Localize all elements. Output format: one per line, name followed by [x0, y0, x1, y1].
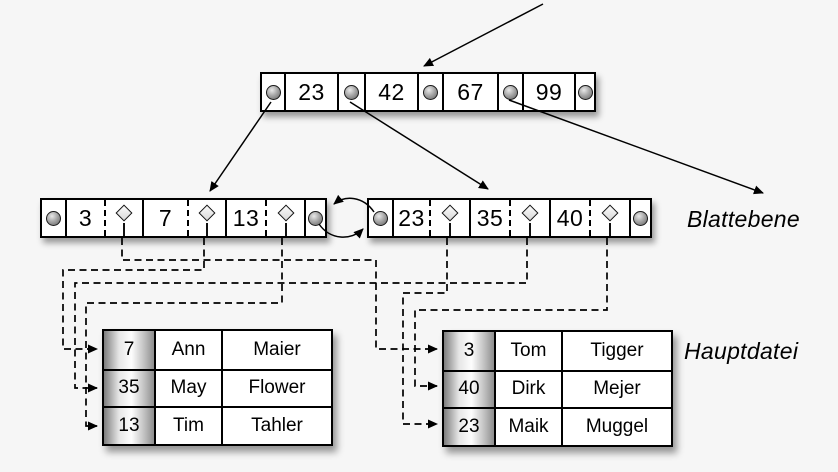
main-file-table-right: 3 Tom Tigger 40 Dirk Mejer 23 Maik Mugge… — [442, 330, 673, 447]
leaf-node-left: 3 7 13 — [40, 198, 327, 238]
sphere-pointer-icon — [46, 210, 61, 226]
leaf-key: 3 — [78, 204, 93, 231]
leaf-level-label: Blattebene — [687, 206, 800, 232]
record-last-name-cell: Flower — [221, 370, 331, 407]
leaf-pointer-cell — [369, 200, 392, 236]
leaf-key: 35 — [476, 204, 504, 231]
record-row: 35 May Flower — [104, 368, 331, 407]
record-last-name-cell: Muggel — [561, 409, 671, 445]
child-pointer-cell — [262, 74, 284, 110]
record-first-name-cell: Tom — [494, 332, 561, 370]
leaf-key: 23 — [398, 204, 425, 231]
record-first-name-cell: Tim — [154, 408, 221, 444]
sphere-pointer-icon — [373, 210, 388, 226]
entry-arrow — [423, 3, 544, 67]
record-first-name-cell: May — [154, 370, 221, 407]
sphere-pointer-icon — [423, 84, 438, 100]
leaf-pointer-cell — [42, 200, 65, 236]
main-file-label: Hauptdatei — [684, 338, 799, 364]
diamond-stem — [529, 223, 531, 236]
leaf-key-cell: 35 — [469, 200, 509, 236]
child-pointer-cell — [417, 74, 442, 110]
child-pointer-cell — [337, 74, 364, 110]
record-last-name-cell: Mejer — [561, 371, 671, 408]
leaf-node-right: 23 35 40 — [367, 198, 652, 238]
diamond-stem — [609, 223, 611, 236]
main-file-table-left: 7 Ann Maier 35 May Flower 13 Tim Tahler — [102, 329, 333, 446]
diamond-pointer-icon — [521, 204, 539, 222]
record-first-name-cell: Maik — [494, 409, 561, 445]
record-row: 7 Ann Maier — [104, 331, 331, 369]
root-key-cell: 99 — [522, 74, 574, 110]
leaf-key: 40 — [556, 204, 584, 231]
diamond-pointer-icon — [441, 204, 459, 222]
sphere-pointer-icon — [633, 210, 648, 226]
record-pointer-cell — [429, 200, 469, 236]
diamond-pointer-icon — [198, 204, 216, 222]
root-to-left-leaf-arrow — [209, 101, 272, 192]
diamond-pointer-icon — [601, 204, 619, 222]
root-node: 23 42 67 99 — [260, 72, 596, 112]
leaf-key-cell: 3 — [65, 200, 104, 236]
record-row: 3 Tom Tigger — [444, 332, 671, 370]
leaf-key: 7 — [158, 204, 173, 231]
record-key-cell: 35 — [104, 370, 154, 407]
diamond-pointer-icon — [115, 204, 133, 222]
root-key: 42 — [378, 78, 405, 105]
diamond-pointer-icon — [277, 204, 294, 222]
sphere-pointer-icon — [503, 84, 518, 100]
record-pointer-cell — [187, 200, 225, 236]
leaf-key-cell: 13 — [225, 200, 265, 236]
root-key-cell: 42 — [364, 74, 417, 110]
record-key-cell: 13 — [104, 408, 154, 444]
record-key-cell: 7 — [104, 331, 154, 369]
record-pointer-cell — [265, 200, 304, 236]
leaf-pointer-cell — [304, 200, 325, 236]
sphere-pointer-icon — [577, 84, 593, 100]
leaf-pointer-cell — [629, 200, 650, 236]
root-to-further-leaf-arrow — [508, 99, 764, 195]
child-pointer-cell — [497, 74, 522, 110]
sphere-pointer-icon — [308, 210, 323, 226]
diamond-stem — [284, 223, 287, 236]
record-key-cell: 23 — [444, 409, 494, 445]
record-row: 13 Tim Tahler — [104, 406, 331, 444]
record-first-name-cell: Ann — [154, 331, 221, 369]
root-key: 67 — [457, 78, 484, 105]
record-key-cell: 3 — [444, 332, 494, 370]
root-key-cell: 67 — [442, 74, 497, 110]
record-pointer-cell — [509, 200, 549, 236]
root-key: 99 — [535, 78, 563, 105]
record-last-name-cell: Tigger — [561, 332, 671, 370]
record-last-name-cell: Maier — [221, 331, 331, 369]
record-pointer-cell — [104, 200, 142, 236]
leaf-key-cell: 7 — [142, 200, 187, 236]
leaf-key: 13 — [232, 204, 260, 231]
root-to-right-leaf-arrow — [349, 101, 489, 190]
diamond-stem — [449, 223, 451, 236]
root-key: 23 — [298, 78, 325, 105]
diamond-stem — [206, 223, 208, 236]
record-last-name-cell: Tahler — [221, 408, 331, 444]
record-pointer-cell — [589, 200, 629, 236]
leaf-key-cell: 40 — [549, 200, 589, 236]
child-pointer-cell — [574, 74, 594, 110]
record-first-name-cell: Dirk — [494, 371, 561, 408]
record-row: 23 Maik Muggel — [444, 407, 671, 445]
record-key-cell: 40 — [444, 371, 494, 408]
diamond-stem — [123, 223, 125, 236]
leaf-key-cell: 23 — [392, 200, 429, 236]
record-pointer-key-23 — [402, 238, 448, 429]
sphere-pointer-icon — [265, 84, 281, 100]
record-row: 40 Dirk Mejer — [444, 369, 671, 408]
root-key-cell: 23 — [284, 74, 337, 110]
sphere-pointer-icon — [344, 84, 359, 100]
